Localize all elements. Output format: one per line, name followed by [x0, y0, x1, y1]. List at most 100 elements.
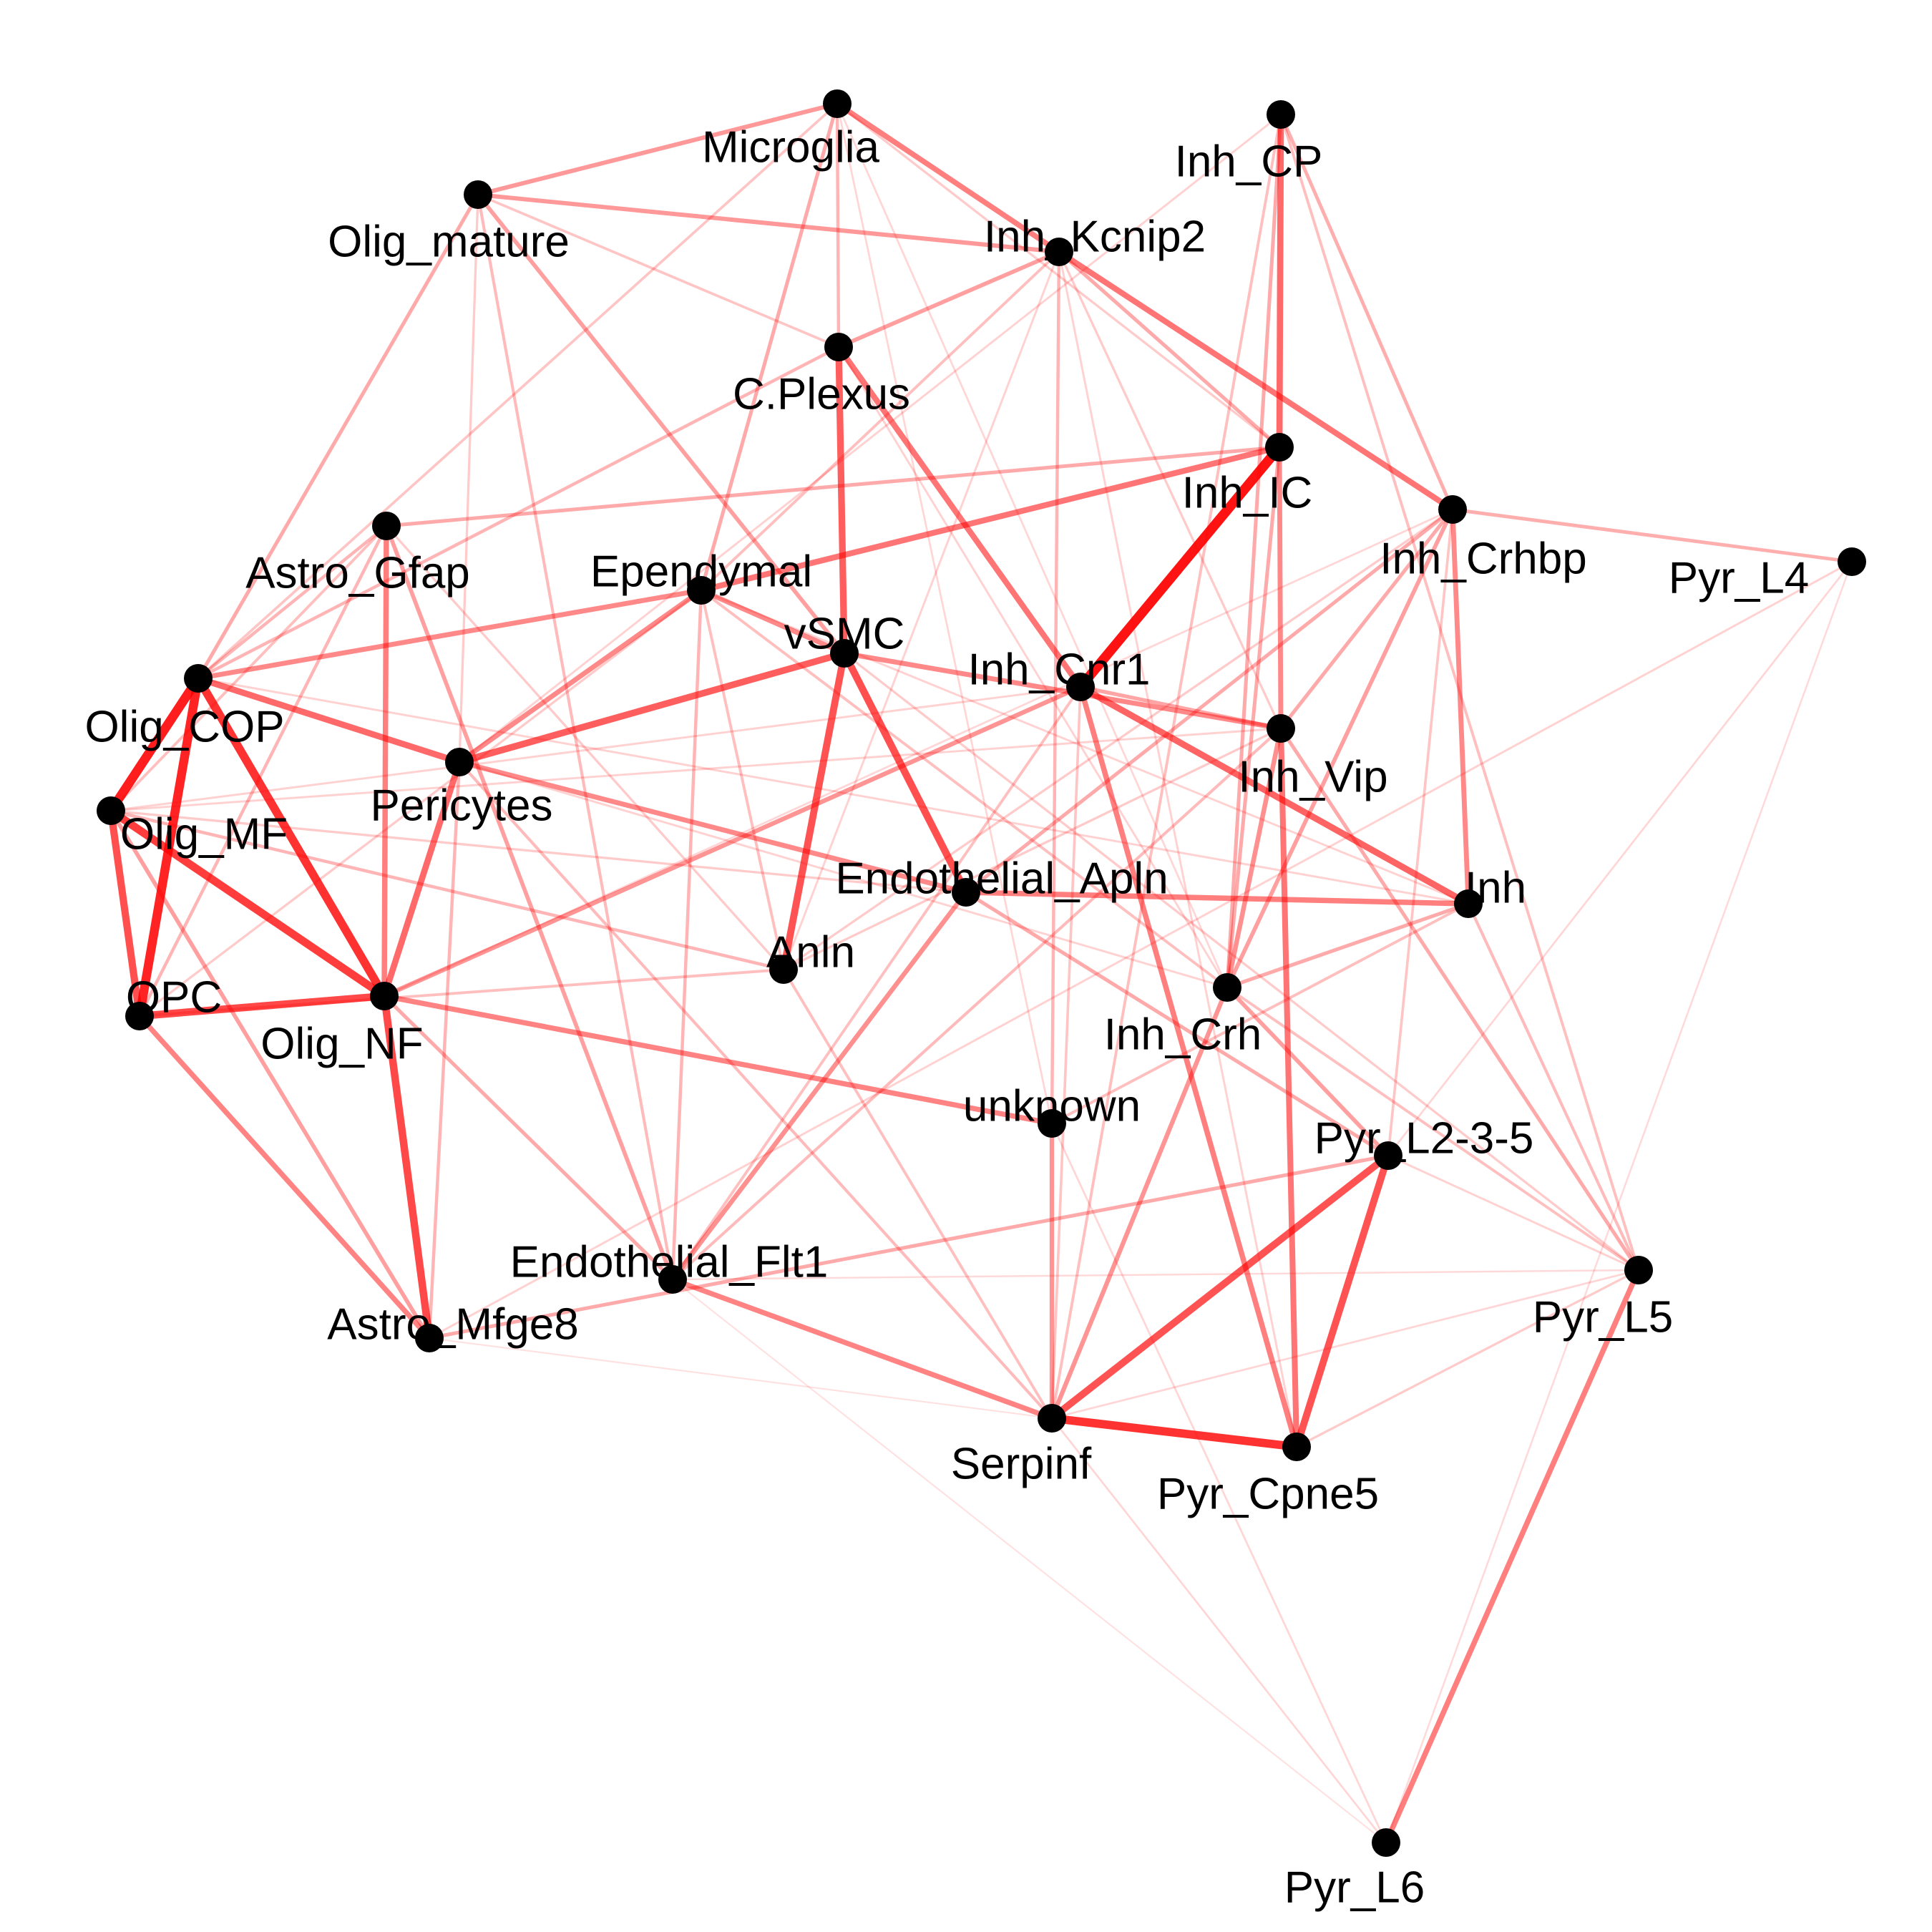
edge-OPC-Olig_NF	[135, 992, 389, 1020]
edge-Olig_COP-Olig_MF	[106, 673, 203, 816]
edge-Microglia-unknown	[836, 102, 1053, 1125]
edge-Pyr_Cpne5-Pyr_L5	[1295, 1269, 1640, 1448]
edge-C.Plexus-vSMC	[835, 343, 848, 657]
edge-Endothelial_Flt1-Pyr_L5	[671, 1269, 1640, 1281]
edge-Pyr_L4-Pyr_L2-3-5	[1387, 560, 1853, 1157]
node-label-Endothelial_Apln: Endothelial_Apln	[835, 854, 1168, 903]
node-label-Serpinf: Serpinf	[951, 1439, 1092, 1488]
node-Endothelial_Apln	[952, 878, 980, 907]
edge-vSMC-Inh_Vip	[841, 650, 1284, 731]
edge-Inh_Kcnip2-Inh_Crhbp	[1055, 248, 1456, 513]
edge-Olig_mature-Pericytes	[458, 193, 479, 763]
edge-Olig_mature-Endothelial_Flt1	[476, 192, 675, 1282]
edge-C.Plexus-Olig_COP	[196, 345, 841, 680]
edge-Anln-Inh_Vip	[782, 727, 1282, 971]
edge-Ependymal-Inh_IC	[698, 444, 1283, 594]
edge-Pericytes-Serpinf	[457, 760, 1054, 1420]
edge-Olig_COP-Ependymal	[195, 587, 704, 681]
edge-Inh_IC-Inh_Vip	[1277, 444, 1284, 731]
node-Pyr_L5	[1624, 1256, 1653, 1284]
node-label-unknown: unknown	[963, 1081, 1141, 1131]
node-label-Microglia: Microglia	[702, 122, 880, 172]
edge-Microglia-Ependymal	[699, 102, 839, 592]
edge-Microglia-Inh_Crh	[836, 102, 1229, 989]
node-label-Olig_COP: Olig_COP	[84, 702, 284, 751]
edge-Inh_Cnr1-Inh_Vip	[1078, 685, 1283, 731]
node-unknown	[1038, 1109, 1066, 1138]
edge-Inh_Crhbp-Pyr_L4	[1450, 507, 1854, 564]
edge-Pyr_L4-Astro_Mfge8	[428, 560, 1853, 1340]
edge-Olig_MF-Olig_NF	[107, 806, 389, 1000]
edge-Astro_Mfge8-Serpinf	[428, 1337, 1053, 1420]
edge-Anln-Olig_MF	[109, 809, 786, 972]
edge-C.Plexus-Inh_Crh	[837, 346, 1229, 989]
node-Inh_Cnr1	[1066, 673, 1095, 701]
edge-Olig_NF-Astro_Mfge8	[380, 992, 434, 1342]
edge-Ependymal-Anln	[700, 589, 785, 971]
node-label-Inh_Vip: Inh_Vip	[1238, 752, 1387, 801]
node-Pyr_L6	[1372, 1828, 1400, 1857]
edge-Anln-Inh_Crhbp	[782, 508, 1454, 971]
node-label-Inh_Crhbp: Inh_Crhbp	[1380, 534, 1587, 583]
node-label-Pyr_L4: Pyr_L4	[1669, 553, 1809, 602]
node-Inh	[1454, 889, 1483, 918]
node-label-Inh: Inh	[1465, 863, 1526, 912]
edge-OPC-Ependymal	[138, 589, 703, 1018]
edge-C.Plexus-Inh_Kcnip2	[836, 250, 1061, 349]
edge-Endothelial_Flt1-Pyr_L6	[671, 1278, 1387, 1844]
edge-Ependymal-Inh_Crh	[700, 589, 1229, 989]
edge-Pericytes-Endothelial_Apln	[457, 759, 969, 895]
edge-Olig_mature-Microglia	[475, 101, 840, 197]
edge-Endothelial_Apln-Endothelial_Flt1	[670, 889, 969, 1282]
edge-Astro_Gfap-Endothelial_Flt1	[384, 524, 675, 1282]
edge-Ependymal-Endothelial_Flt1	[670, 588, 703, 1282]
edges-layer	[106, 101, 1854, 1845]
node-label-Olig_NF: Olig_NF	[260, 1019, 423, 1068]
edge-Olig_NF-Endothelial_Flt1	[382, 994, 675, 1282]
edge-Serpinf-Pyr_Cpne5	[1048, 1414, 1301, 1451]
edge-Inh_Vip-Inh_Crh	[1224, 726, 1284, 990]
edge-Olig_NF-Inh_Crhbp	[383, 508, 1454, 997]
edge-Olig_COP-OPC	[135, 673, 203, 1021]
node-label-vSMC: vSMC	[784, 609, 905, 658]
node-Inh_Kcnip2	[1045, 238, 1073, 266]
node-Olig_NF	[370, 982, 399, 1010]
node-label-Astro_Mfge8: Astro_Mfge8	[327, 1299, 579, 1349]
edge-Pericytes-Olig_NF	[381, 758, 463, 1000]
node-Astro_Mfge8	[415, 1324, 444, 1352]
edge-Ependymal-Inh	[700, 589, 1470, 905]
node-label-Pyr_Cpne5: Pyr_Cpne5	[1157, 1469, 1379, 1518]
node-label-Pyr_L6: Pyr_L6	[1284, 1863, 1425, 1912]
node-label-Inh_IC: Inh_IC	[1182, 468, 1313, 517]
edge-OPC-Astro_Mfge8	[137, 1013, 432, 1341]
node-Olig_mature	[464, 180, 492, 209]
edge-Inh_Crh-Pyr_L5	[1226, 986, 1640, 1272]
node-Inh_Vip	[1267, 714, 1295, 743]
edge-vSMC-Anln	[780, 650, 848, 973]
edge-Endothelial_Flt1-Inh_Cnr1	[671, 686, 1082, 1281]
node-Pyr_Cpne5	[1282, 1433, 1311, 1461]
node-C.Plexus	[824, 333, 853, 361]
edge-Olig_MF-Endothelial_Apln	[109, 809, 967, 894]
edge-Inh_Crhbp-Inh	[1450, 507, 1471, 907]
node-Inh_CP	[1267, 100, 1295, 129]
nodes-layer	[97, 89, 1866, 1857]
edge-Inh_Kcnip2-unknown	[1050, 250, 1061, 1126]
edge-Inh_CP-Inh_IC	[1276, 111, 1284, 451]
node-Pericytes	[445, 748, 474, 776]
edge-Inh_CP-Pyr_L5	[1279, 113, 1640, 1272]
node-label-Ependymal: Ependymal	[590, 547, 812, 596]
edge-Anln-Serpinf	[782, 968, 1053, 1420]
edge-Olig_mature-C.Plexus	[477, 193, 840, 348]
edge-Inh_Cnr1-Serpinf	[1050, 686, 1082, 1420]
edge-Pyr_L2-3-5-Pyr_L5	[1387, 1154, 1640, 1272]
edge-Olig_mature-vSMC	[476, 192, 847, 655]
node-label-Astro_Gfap: Astro_Gfap	[245, 548, 470, 597]
edge-Inh_Crh-Pyr_L2-3-5	[1225, 985, 1390, 1158]
node-Microglia	[823, 89, 852, 118]
edge-Microglia-Inh_IC	[836, 102, 1281, 449]
node-Astro_Gfap	[372, 512, 401, 540]
edge-Pyr_L2-3-5-Pyr_Cpne5	[1293, 1152, 1392, 1450]
